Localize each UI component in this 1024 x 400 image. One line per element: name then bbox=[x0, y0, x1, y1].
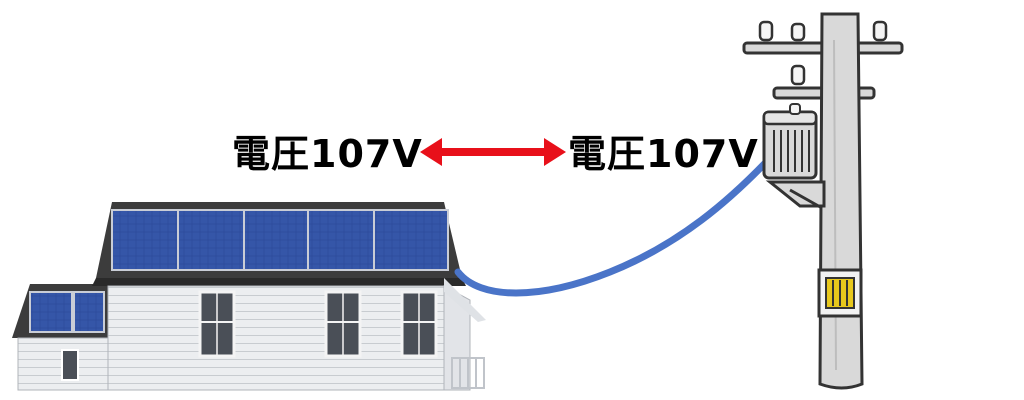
pole-voltage-label: 電圧107V bbox=[568, 132, 759, 176]
house-windows bbox=[198, 290, 438, 358]
house-voltage-label: 電圧107V bbox=[232, 132, 423, 176]
double-arrow-icon bbox=[420, 138, 566, 166]
service-cable bbox=[454, 154, 774, 297]
utility-pole-icon bbox=[742, 12, 904, 390]
annex-solar-panels bbox=[29, 291, 105, 333]
solar-house-icon bbox=[12, 202, 486, 391]
roof-solar-panels bbox=[111, 209, 449, 271]
insulator-icon bbox=[758, 20, 888, 42]
warning-band bbox=[817, 268, 863, 318]
transformer-icon bbox=[762, 103, 818, 180]
